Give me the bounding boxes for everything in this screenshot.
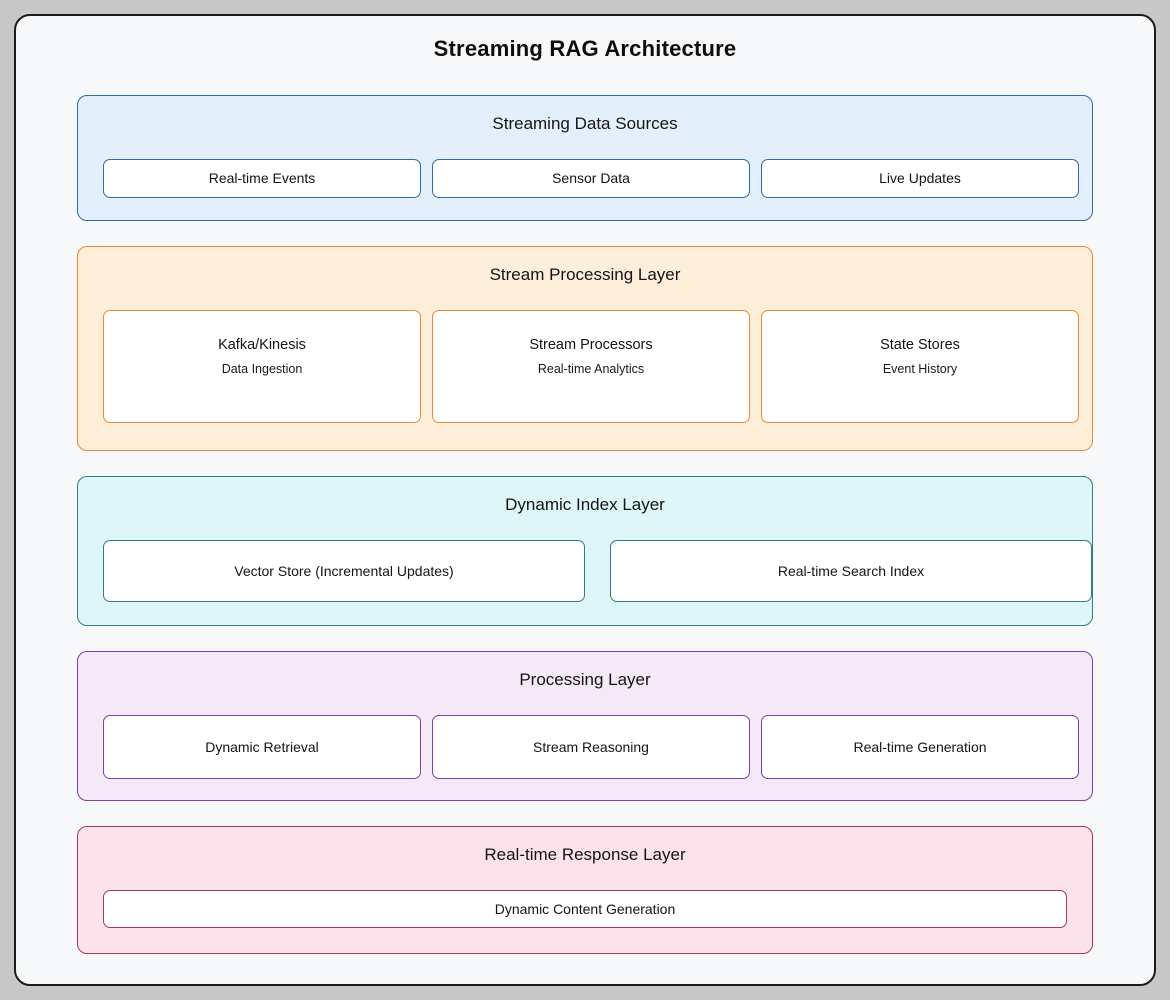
layer-row: Real-time Events Sensor Data Live Update… <box>78 159 1092 198</box>
node-label: Dynamic Retrieval <box>205 738 319 755</box>
node-label: Real-time Events <box>208 170 316 186</box>
node-vector-store: Vector Store (Incremental Updates) <box>103 540 585 602</box>
layers-container: Streaming Data Sources Real-time Events … <box>77 95 1093 954</box>
layer-row: Kafka/Kinesis Data Ingestion Stream Proc… <box>78 310 1092 423</box>
layer-title-streaming-data-sources: Streaming Data Sources <box>492 114 678 133</box>
layer-dynamic-index: Dynamic Index Layer Vector Store (Increm… <box>77 476 1093 626</box>
node-sublabel: Data Ingestion <box>221 362 303 376</box>
node-label: Stream Reasoning <box>533 738 649 755</box>
layer-row: Dynamic Retrieval Stream Reasoning Real-… <box>78 715 1092 779</box>
node-label: Dynamic Content Generation <box>494 900 676 917</box>
layer-title-real-time-response: Real-time Response Layer <box>484 845 686 864</box>
node-label: Stream Processors <box>529 337 653 353</box>
layer-real-time-response: Real-time Response Layer Dynamic Content… <box>77 826 1093 954</box>
node-stream-processors: Stream Processors Real-time Analytics <box>432 310 750 423</box>
layer-row: Vector Store (Incremental Updates) Real-… <box>78 540 1092 602</box>
layer-stream-processing: Stream Processing Layer Kafka/Kinesis Da… <box>77 246 1093 451</box>
node-label: State Stores <box>880 337 960 353</box>
layer-title-processing: Processing Layer <box>519 670 651 689</box>
node-real-time-events: Real-time Events <box>103 159 421 198</box>
node-sublabel: Event History <box>882 362 958 376</box>
node-sublabel: Real-time Analytics <box>537 362 645 376</box>
node-real-time-generation: Real-time Generation <box>761 715 1079 779</box>
layer-row: Dynamic Content Generation <box>78 890 1092 928</box>
node-label: Kafka/Kinesis <box>218 337 306 353</box>
node-label: Real-time Generation <box>853 738 987 755</box>
layer-processing: Processing Layer Dynamic Retrieval Strea… <box>77 651 1093 801</box>
layer-title-stream-processing: Stream Processing Layer <box>489 265 681 284</box>
node-label: Sensor Data <box>552 170 630 186</box>
node-label: Vector Store (Incremental Updates) <box>234 562 454 579</box>
diagram-title: Streaming RAG Architecture <box>433 36 737 61</box>
node-dynamic-retrieval: Dynamic Retrieval <box>103 715 421 779</box>
node-state-stores: State Stores Event History <box>761 310 1079 423</box>
node-live-updates: Live Updates <box>761 159 1079 198</box>
node-dynamic-content-generation: Dynamic Content Generation <box>103 890 1067 928</box>
layer-title-dynamic-index: Dynamic Index Layer <box>505 495 665 514</box>
diagram-canvas: Streaming RAG Architecture Streaming Dat… <box>14 14 1156 986</box>
node-real-time-search-index: Real-time Search Index <box>610 540 1092 602</box>
node-sensor-data: Sensor Data <box>432 159 750 198</box>
node-label: Real-time Search Index <box>777 562 925 579</box>
layer-streaming-data-sources: Streaming Data Sources Real-time Events … <box>77 95 1093 221</box>
node-kafka-kinesis: Kafka/Kinesis Data Ingestion <box>103 310 421 423</box>
node-stream-reasoning: Stream Reasoning <box>432 715 750 779</box>
node-label: Live Updates <box>879 170 961 186</box>
